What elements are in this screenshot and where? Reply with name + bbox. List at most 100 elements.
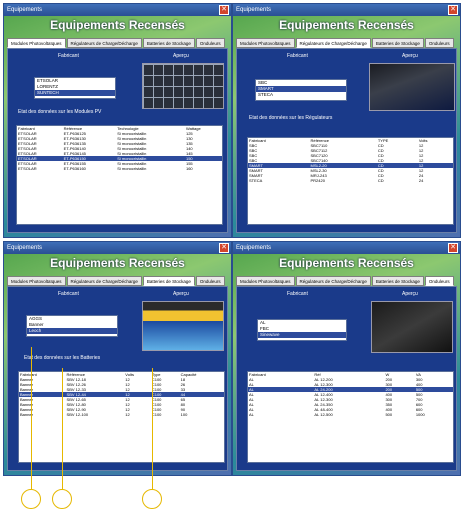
tab-batteries[interactable]: Batteries de Stockage (371, 276, 424, 286)
cell: 400 (385, 407, 393, 412)
list-item[interactable]: Leoch (27, 328, 117, 334)
list-item[interactable]: Sinewave (258, 332, 346, 338)
list-item[interactable]: SMART (256, 86, 346, 92)
close-icon[interactable]: ✕ (219, 243, 229, 253)
list-item[interactable]: AL (260, 320, 266, 325)
cell: SBV 12-80 (66, 402, 86, 407)
column-header[interactable]: Fabricant (249, 138, 266, 143)
column-header[interactable]: Référence (310, 138, 329, 143)
list-item[interactable]: FBC (260, 326, 269, 331)
fabricant-list[interactable]: AGGS Banner Leoch (26, 315, 118, 337)
cell: 12 (125, 377, 130, 382)
close-icon[interactable]: ✕ (448, 243, 458, 253)
list-item[interactable]: Banner (29, 322, 44, 327)
column-header[interactable]: Fabricant (18, 126, 35, 131)
tab-modules-pv[interactable]: Modules Photovoltaïques (7, 276, 66, 286)
cell: 350 (385, 402, 393, 407)
close-icon[interactable]: ✕ (219, 5, 229, 15)
tab-onduleurs[interactable]: Onduleurs (195, 276, 225, 286)
tab-batteries[interactable]: Batteries de Stockage (142, 276, 195, 286)
cell: AL (249, 402, 254, 407)
tab-onduleurs[interactable]: Onduleurs (195, 38, 225, 48)
tab-onduleurs[interactable]: Onduleurs (424, 276, 454, 286)
cell: 400 (385, 392, 393, 397)
tab-batteries[interactable]: Batteries de Stockage (142, 38, 195, 48)
column-header[interactable]: Wattage (185, 126, 201, 131)
column-header[interactable]: VA (415, 372, 421, 377)
tab-regulateurs[interactable]: Régulateurs de Charge/Décharge (66, 38, 142, 48)
column-header[interactable]: Fabricant (20, 372, 37, 377)
list-item[interactable]: SUNTECH (35, 90, 115, 96)
tab-regulateurs[interactable]: Régulateurs de Charge/Décharge (295, 38, 371, 48)
tab-modules-pv[interactable]: Modules Photovoltaïques (236, 38, 295, 48)
close-icon[interactable]: ✕ (448, 5, 458, 15)
data-grid[interactable]: Fabricant Référence Volts Type Capacité … (18, 371, 225, 463)
column-header[interactable]: Capacité (180, 372, 197, 377)
list-item[interactable]: LORENTZ (37, 84, 59, 89)
column-header[interactable]: Volts (125, 372, 134, 377)
column-header[interactable]: TYPE (377, 138, 389, 143)
tab-regulateurs[interactable]: Régulateurs de Charge/Décharge (66, 276, 142, 286)
cell: AL (249, 392, 254, 397)
tab-regulateurs[interactable]: Régulateurs de Charge/Décharge (295, 276, 371, 286)
list-item[interactable]: AGGS (29, 316, 43, 321)
cell: 12 (417, 163, 453, 168)
column-header[interactable]: W (385, 372, 390, 377)
tab-batteries[interactable]: Batteries de Stockage (371, 38, 424, 48)
column-header[interactable]: Type (151, 372, 161, 377)
cell: 33 (180, 387, 186, 392)
fabricant-list[interactable]: AL FBC Sinewave (257, 319, 347, 341)
column-header[interactable]: Référence (66, 372, 86, 377)
list-item[interactable]: ETSOLAR (37, 78, 59, 83)
column-header[interactable]: Technologie (117, 126, 139, 131)
column-header[interactable]: Réf (314, 372, 321, 377)
tab-onduleurs[interactable]: Onduleurs (424, 38, 454, 48)
cell: ETSOLAR (18, 151, 37, 156)
fabricant-list[interactable]: SBC SMART STECA (255, 79, 347, 101)
column-header[interactable]: Fabricant (249, 372, 266, 377)
data-grid[interactable]: Fabricant Référence Technologie Wattage … (16, 125, 223, 225)
cell: 12 (125, 397, 130, 402)
column-header[interactable]: Référence (63, 126, 83, 131)
fabricant-list[interactable]: ETSOLAR LORENTZ SUNTECH (34, 77, 116, 99)
column-header[interactable]: Volts (418, 138, 428, 143)
tab-modules-pv[interactable]: Modules Photovoltaïques (236, 276, 295, 286)
list-item[interactable]: SBC (258, 80, 268, 85)
tab-modules-pv[interactable]: Modules Photovoltaïques (7, 38, 66, 48)
list-item[interactable]: STECA (258, 92, 274, 97)
